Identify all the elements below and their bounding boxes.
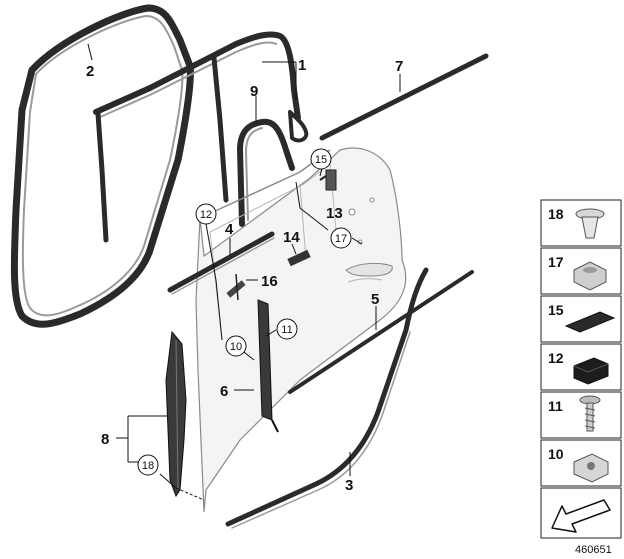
- svg-text:12: 12: [200, 209, 212, 221]
- svg-text:12: 12: [548, 350, 564, 366]
- callout-3: 3: [345, 477, 353, 494]
- callout-1: 1: [298, 57, 306, 74]
- callout-4: 4: [225, 221, 234, 238]
- svg-text:17: 17: [548, 254, 564, 270]
- expanding-rivet-icon: [575, 208, 605, 239]
- roof-strip-part-7: [319, 53, 489, 141]
- callout-7: 7: [395, 58, 403, 75]
- legend-item-12: 12: [540, 343, 622, 391]
- legend-item-10: 10: [540, 439, 622, 487]
- lower-gasket-part-8: [165, 330, 187, 498]
- trim-piece-part-14: [287, 249, 311, 267]
- callout-6: 6: [220, 383, 228, 400]
- clip-nut-icon: [573, 261, 607, 291]
- svg-text:17: 17: [335, 233, 347, 245]
- callout-8: 8: [101, 431, 109, 448]
- guide-bracket-part-13: [319, 169, 337, 191]
- callout-14: 14: [283, 229, 300, 246]
- svg-text:11: 11: [281, 324, 292, 336]
- svg-text:18: 18: [142, 460, 154, 472]
- svg-text:18: 18: [548, 206, 564, 222]
- svg-text:10: 10: [230, 341, 242, 353]
- legend-item-17: 17: [540, 247, 622, 295]
- callouts: 2 1 9 7 13 4 14 16 5 6 8 3 15 12 17 11 1…: [86, 57, 403, 494]
- callout-9: 9: [250, 83, 258, 100]
- svg-text:11: 11: [548, 398, 563, 414]
- svg-text:15: 15: [548, 302, 564, 318]
- callout-12: 12: [195, 203, 217, 225]
- spring-nut-icon: [573, 453, 609, 483]
- block-pad-icon: [573, 357, 609, 385]
- window-guide-part-9: [237, 118, 295, 227]
- screw-icon: [579, 395, 601, 432]
- door-frame-seal-part-2: [10, 4, 194, 328]
- callout-13: 13: [326, 205, 343, 222]
- rear-door-panel: [195, 147, 407, 513]
- front-direction-arrow-icon: [551, 499, 611, 533]
- callout-5: 5: [371, 291, 379, 308]
- belt-seal-part-4: [167, 231, 275, 295]
- direction-box: [540, 487, 622, 539]
- callout-18: 18: [137, 454, 159, 476]
- reference-number: 460651: [575, 544, 612, 556]
- callout-10: 10: [225, 335, 247, 357]
- window-channel-seal-part-1: [93, 31, 309, 243]
- legend-item-18: 18: [540, 199, 622, 247]
- leader-lines: [87, 43, 401, 501]
- callout-2: 2: [86, 63, 94, 80]
- callout-15: 15: [310, 148, 332, 170]
- svg-text:10: 10: [548, 446, 564, 462]
- legend-item-15: 15: [540, 295, 622, 343]
- callout-17: 17: [330, 227, 352, 249]
- foam-pad-icon: [564, 311, 616, 333]
- sill-seal-part-3: [225, 267, 429, 529]
- fastener-legend: 18 17 15 12: [540, 199, 622, 539]
- svg-text:15: 15: [315, 154, 327, 166]
- cable-clip-part-16: [226, 273, 246, 301]
- callout-16: 16: [261, 273, 278, 290]
- pillar-trim-part-6: [257, 299, 279, 433]
- lower-door-seal-part-5: [288, 270, 474, 394]
- legend-item-11: 11: [540, 391, 622, 439]
- callout-11: 11: [276, 318, 298, 340]
